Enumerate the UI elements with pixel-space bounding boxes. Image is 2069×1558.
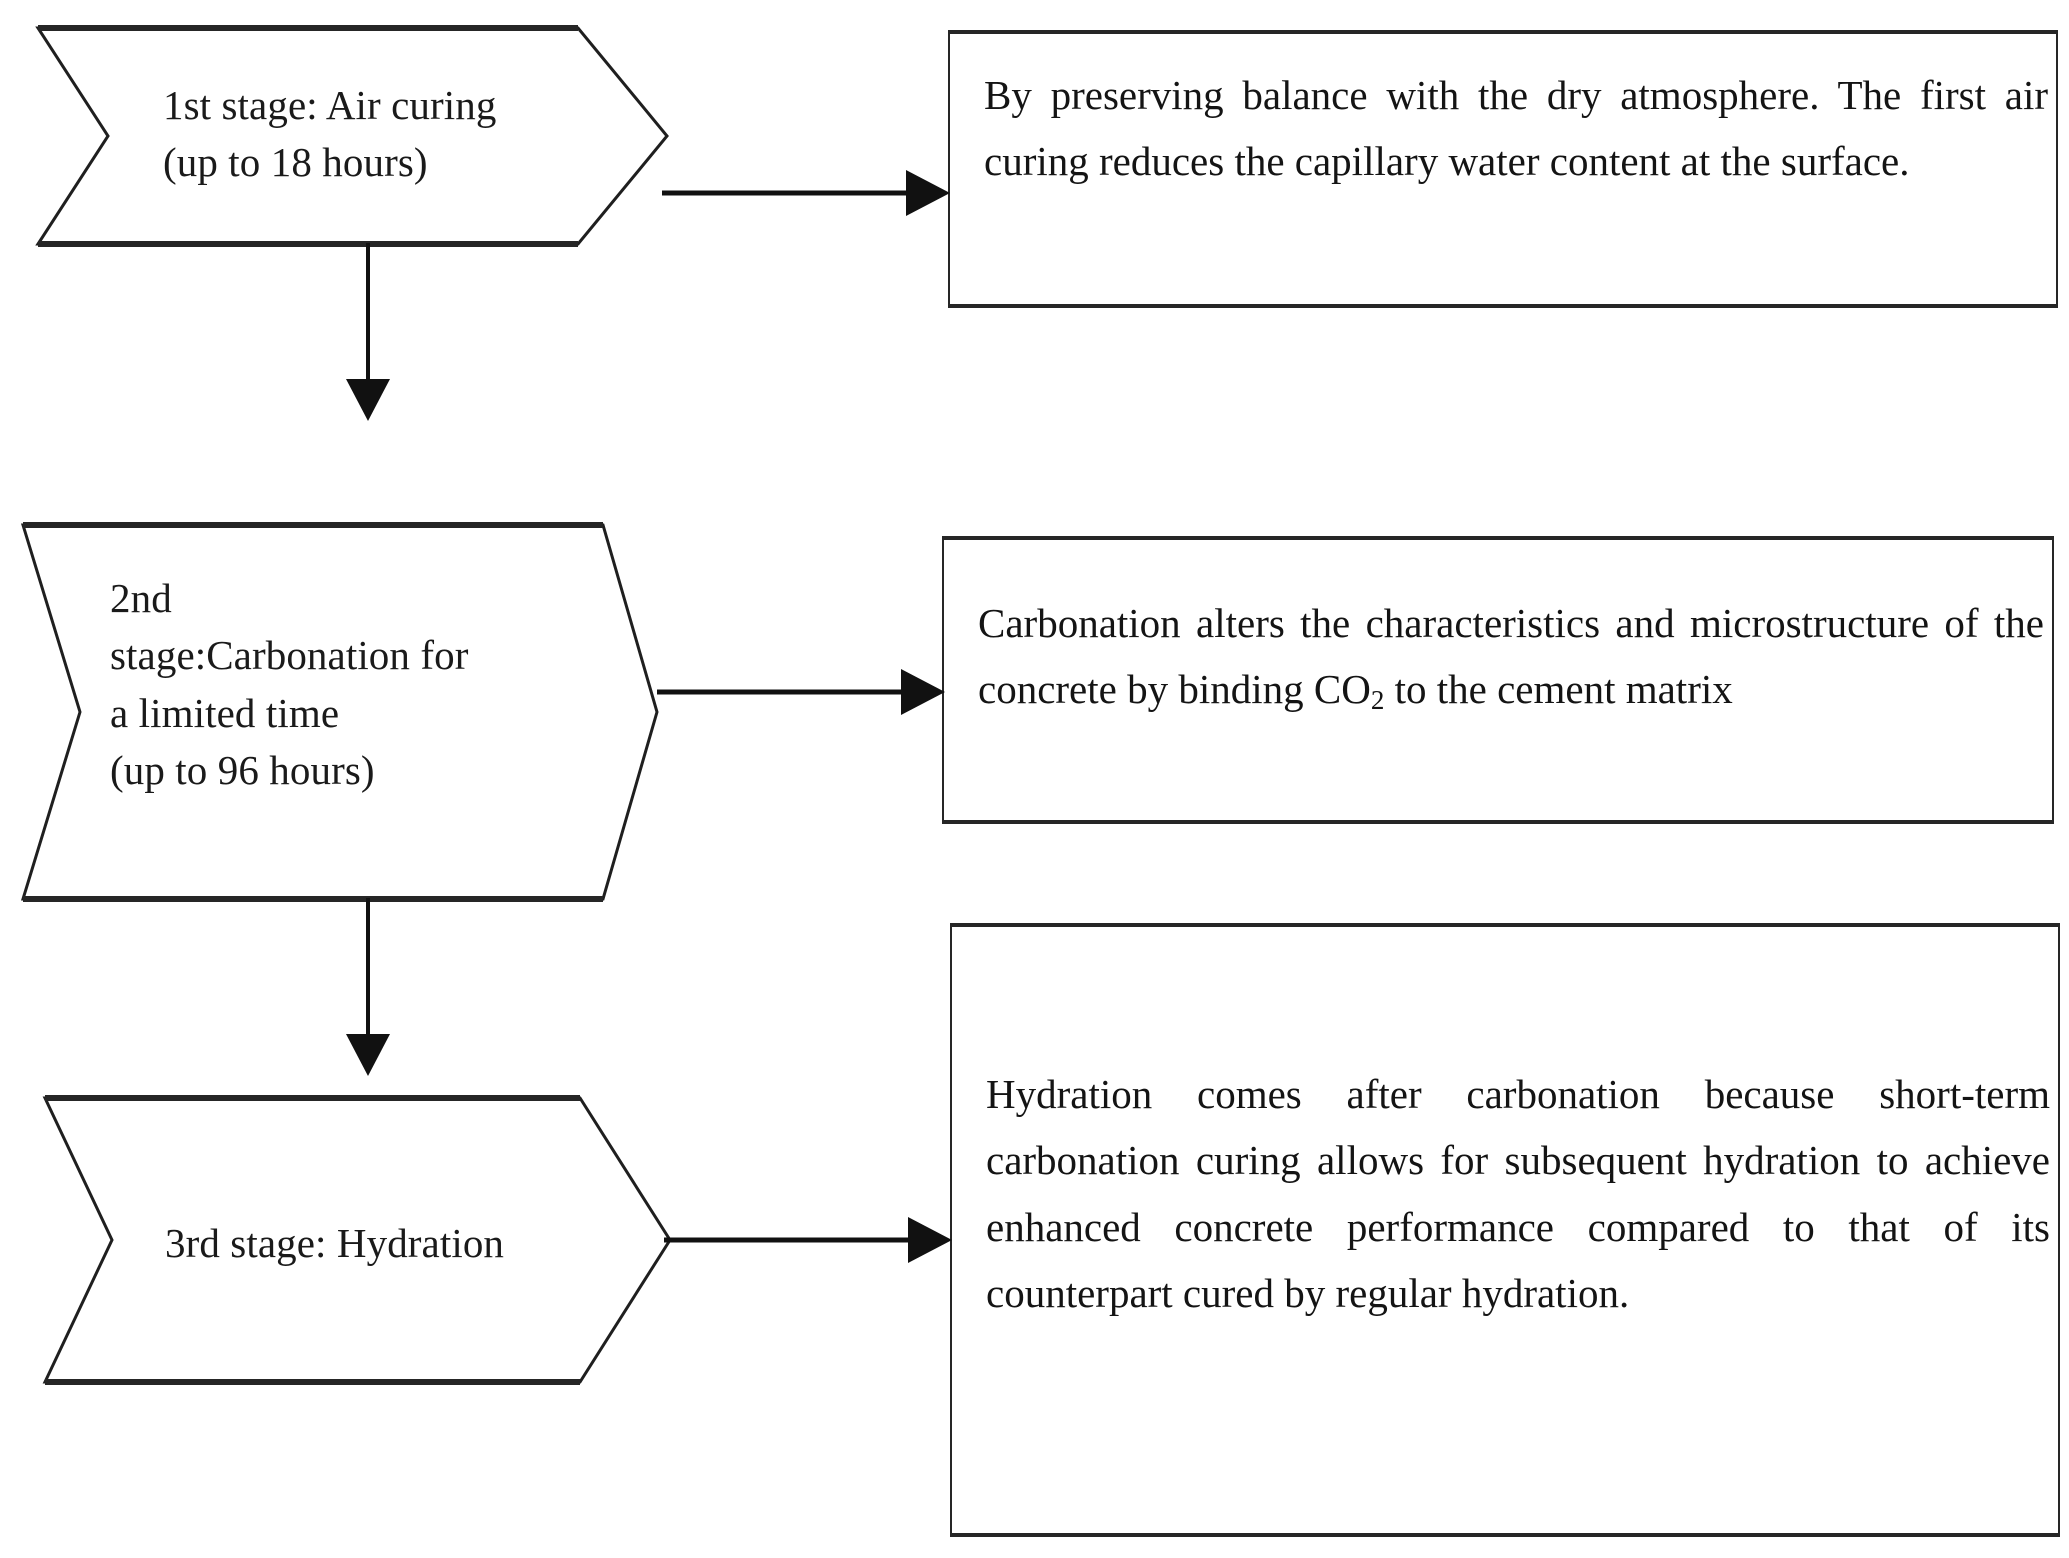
description-1-text: By preserving balance with the dry atmos… — [984, 72, 2048, 185]
connector-stage2-to-stage3 — [335, 898, 401, 1078]
stage-2-chevron-outline — [18, 522, 663, 902]
stage-2-chevron[interactable]: 2nd stage:Carbonation for a limited time… — [18, 522, 663, 902]
description-3-box: Hydration comes after carbonation becaus… — [950, 923, 2060, 1537]
stage-3-chevron[interactable]: 3rd stage: Hydration — [40, 1095, 675, 1385]
stage-2-label: 2nd stage:Carbonation for a limited time… — [110, 575, 469, 794]
stage-3-label: 3rd stage: Hydration — [165, 1220, 505, 1266]
stage-1-chevron[interactable]: 1st stage: Air curing (up to 18 hours) — [33, 25, 673, 247]
stage-3-chevron-outline — [40, 1095, 675, 1385]
description-2-text-post: to the cement matrix — [1384, 666, 1733, 713]
connector-stage1-to-description1 — [660, 160, 960, 226]
description-2-text: Carbonation alters the characteristics a… — [978, 590, 2044, 723]
description-2-text-pre: Carbonation alters the characteristics a… — [978, 600, 2044, 713]
description-1-box: By preserving balance with the dry atmos… — [948, 30, 2058, 308]
co2-subscript: 2 — [1370, 685, 1385, 716]
stage-1-label: 1st stage: Air curing (up to 18 hours) — [163, 82, 497, 186]
connector-stage3-to-description3 — [662, 1207, 962, 1273]
connector-stage1-to-stage2 — [335, 243, 401, 423]
description-2-box: Carbonation alters the characteristics a… — [942, 536, 2054, 824]
stage-1-chevron-outline — [33, 25, 673, 247]
connector-stage2-to-description2 — [655, 659, 955, 725]
description-3-text: Hydration comes after carbonation becaus… — [986, 1071, 2050, 1317]
